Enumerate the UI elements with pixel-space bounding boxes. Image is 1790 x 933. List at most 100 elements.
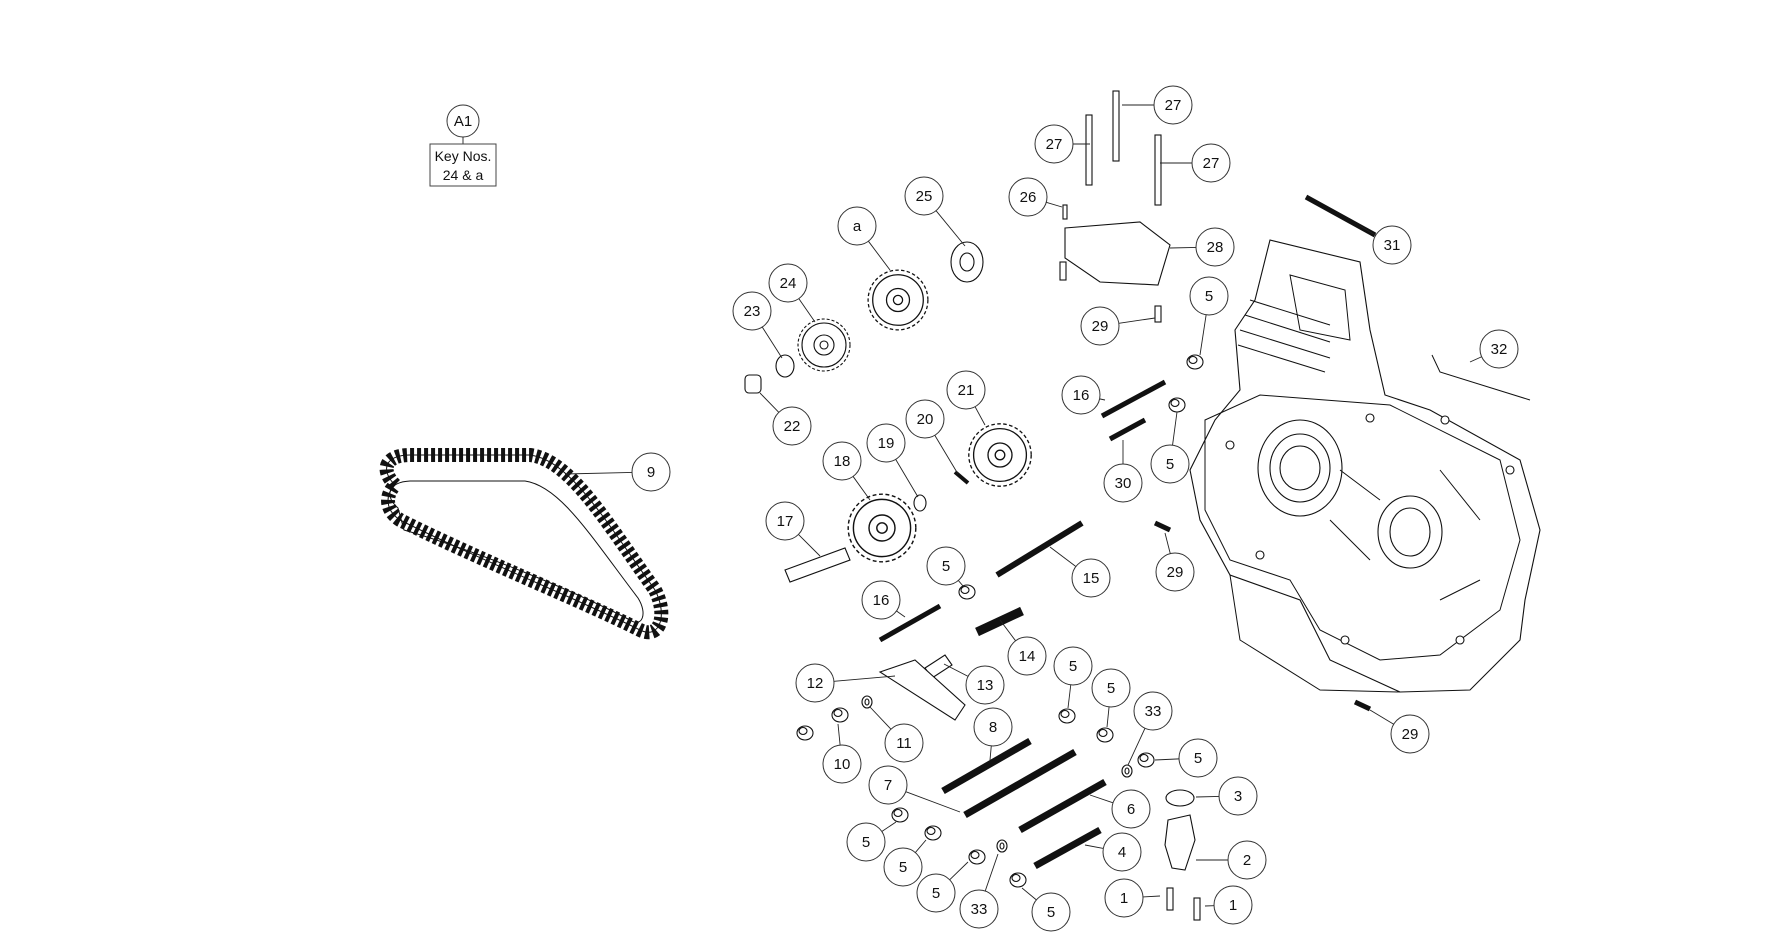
callout-circle xyxy=(1053,646,1093,686)
callout-leader xyxy=(1469,356,1482,363)
callout-circle xyxy=(822,441,862,481)
callout-c17: 17 xyxy=(765,501,821,557)
shoe-12 xyxy=(878,659,966,721)
callout-c2: 2 xyxy=(1196,840,1267,880)
callout-label: 3 xyxy=(1234,788,1242,805)
callout-circle xyxy=(1080,306,1120,346)
callout-label: 33 xyxy=(1145,703,1162,720)
bolt-27b xyxy=(1085,114,1093,186)
callout-circle xyxy=(905,399,945,439)
washer-33a xyxy=(1121,764,1133,778)
legend-line2: 24 & a xyxy=(443,167,484,183)
dowel-29d xyxy=(1353,699,1372,712)
callout-circle xyxy=(1031,892,1071,932)
callout-leader xyxy=(1084,844,1104,849)
callout-label: 1 xyxy=(1120,890,1128,907)
callout-c27b: 27 xyxy=(1034,124,1090,164)
callout-circle xyxy=(631,452,671,492)
callout-leader xyxy=(1118,317,1156,324)
callout-label: 5 xyxy=(1194,750,1202,767)
callout-circle xyxy=(768,263,808,303)
rod-4 xyxy=(1033,826,1102,870)
callout-circle xyxy=(904,176,944,216)
callout-leader xyxy=(1046,201,1063,208)
callout-c14: 14 xyxy=(999,619,1047,676)
callout-c33b: 33 xyxy=(959,853,999,929)
callout-circle xyxy=(772,406,812,446)
callout-leader xyxy=(869,706,892,730)
callout-c6: 6 xyxy=(1089,789,1151,829)
nut-10b xyxy=(796,725,814,741)
callout-leader xyxy=(896,610,906,618)
callout-label: 5 xyxy=(1107,680,1115,697)
gear-24 xyxy=(797,318,851,372)
callout-c29a: 29 xyxy=(1080,306,1156,346)
callout-c29c: 29 xyxy=(1369,709,1430,754)
nut-5c xyxy=(958,584,976,600)
callout-c22: 22 xyxy=(759,392,812,446)
legend-line1: Key Nos. xyxy=(435,148,492,164)
callout-leader xyxy=(895,459,919,498)
callout-label: 29 xyxy=(1167,564,1184,581)
callout-label: 5 xyxy=(862,834,870,851)
callout-circle xyxy=(1191,143,1231,183)
callout-leader xyxy=(798,534,821,557)
callout-leader xyxy=(564,471,633,475)
callout-label: 21 xyxy=(958,382,975,399)
callout-label: 29 xyxy=(1402,726,1419,743)
callout-label: 22 xyxy=(784,418,801,435)
callout-leader xyxy=(1195,796,1220,798)
callout-leader xyxy=(798,298,816,323)
callout-label: 16 xyxy=(1073,387,1090,404)
gear-21 xyxy=(968,423,1032,487)
nut-5b xyxy=(1168,397,1186,413)
callout-label: 2 xyxy=(1243,852,1251,869)
callout-label: 19 xyxy=(878,435,895,452)
callout-label: 23 xyxy=(744,303,761,320)
callout-label: 4 xyxy=(1118,844,1126,861)
callout-circle xyxy=(973,707,1013,747)
callout-circle xyxy=(1102,832,1142,872)
callout-c11: 11 xyxy=(869,706,924,763)
callout-c5d: 5 xyxy=(1053,646,1093,709)
callout-circle xyxy=(1071,558,1111,598)
callout-label: 25 xyxy=(916,188,933,205)
primary-chain xyxy=(379,448,669,640)
callout-c4: 4 xyxy=(1084,832,1142,872)
plug-22 xyxy=(744,374,762,394)
callout-leader xyxy=(1154,758,1180,761)
callout-leader xyxy=(905,791,961,813)
screw-26 xyxy=(1062,204,1068,220)
callout-circle xyxy=(1008,177,1048,217)
bolt-27a xyxy=(1112,90,1120,162)
callout-c12: 12 xyxy=(795,663,896,703)
callout-circle xyxy=(884,723,924,763)
callout-circle xyxy=(1227,840,1267,880)
callout-leader xyxy=(1099,398,1106,401)
callout-label: 12 xyxy=(807,675,824,692)
callout-circle xyxy=(959,889,999,929)
callout-label: 24 xyxy=(780,275,797,292)
callout-c32: 32 xyxy=(1469,329,1519,369)
callout-c1b: 1 xyxy=(1204,885,1253,925)
callout-leader xyxy=(837,723,841,746)
callout-circle xyxy=(732,291,772,331)
callout-circle xyxy=(1103,463,1143,503)
nut-5d xyxy=(1058,708,1076,724)
callout-circle xyxy=(1479,329,1519,369)
callout-label: 31 xyxy=(1384,237,1401,254)
callout-c5e: 5 xyxy=(1091,668,1131,728)
callout-circle xyxy=(1034,124,1074,164)
callout-circle xyxy=(765,501,805,541)
callout-label: 5 xyxy=(1069,658,1077,675)
callout-leader xyxy=(1106,706,1110,728)
dowel-29b xyxy=(1154,305,1162,323)
callout-c26: 26 xyxy=(1008,177,1063,217)
pin-30 xyxy=(1108,417,1147,442)
callout-label: 14 xyxy=(1019,648,1036,665)
callout-label: 27 xyxy=(1203,155,1220,172)
callout-leader xyxy=(1089,794,1114,804)
callout-leader xyxy=(1359,225,1376,236)
pin-16b xyxy=(878,603,942,643)
